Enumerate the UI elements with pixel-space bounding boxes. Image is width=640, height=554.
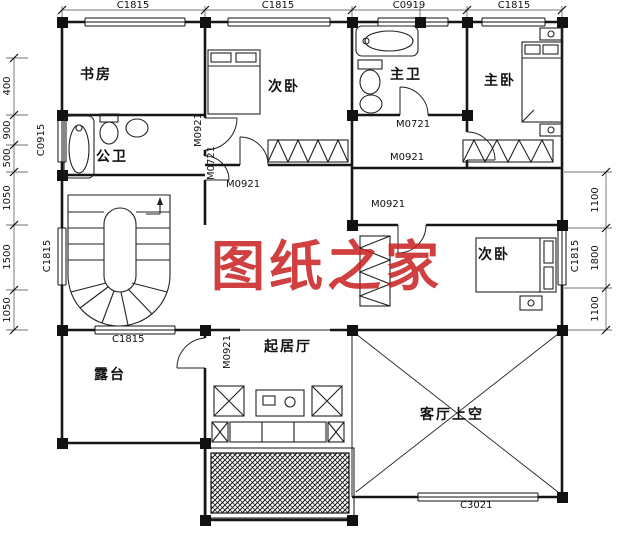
window-label-top-3: C0919 (392, 0, 426, 11)
room-label-public-bath: 公卫 (96, 149, 128, 165)
dim-right-1800: 1800 (590, 245, 601, 271)
door-label-terrace: M0921 (222, 334, 233, 370)
room-label-terrace: 露台 (94, 367, 126, 383)
dim-left-1500: 1500 (2, 244, 13, 270)
dim-right-1100a: 1100 (590, 187, 601, 213)
window-label-top-1: C1815 (116, 0, 150, 11)
window-label-top-4: C1815 (497, 0, 531, 11)
dim-left-1050a: 1050 (2, 185, 13, 211)
room-label-master-bath: 主卫 (390, 67, 422, 83)
door-label-bedroom-top: M0921 (226, 179, 261, 190)
balcony-rug (205, 447, 355, 519)
window-label-left-upper: C0915 (36, 123, 47, 157)
staircase (67, 194, 171, 327)
dimension-ticks (9, 5, 611, 335)
door-label-bedroom-right: M0921 (371, 199, 406, 210)
dim-left-500: 500 (2, 148, 13, 168)
thin-partitions (240, 329, 353, 497)
door-label-study: M0921 (193, 112, 204, 148)
room-label-bedroom-right: 次卧 (478, 247, 510, 263)
room-label-void: 客厅上空 (420, 407, 484, 423)
door-label-public-bath: M0721 (206, 145, 217, 181)
sofa-set (211, 385, 345, 443)
beds (207, 27, 563, 311)
void-diagonals (355, 333, 559, 493)
watermark: 图纸之家 (211, 234, 443, 298)
public-bath-fixtures (63, 113, 149, 179)
room-label-living: 起居厅 (264, 339, 312, 355)
window-label-bottom: C3021 (460, 500, 493, 511)
wardrobes (267, 138, 554, 307)
door-label-master-bedroom: M0921 (390, 152, 425, 163)
room-label-study: 书房 (80, 67, 112, 83)
dimension-lines (6, 6, 612, 331)
door-label-master-bath: M0721 (396, 119, 431, 130)
dim-left-400: 400 (2, 76, 13, 96)
dim-right-1100b: 1100 (590, 296, 601, 322)
room-label-bedroom-top: 次卧 (268, 79, 300, 95)
window-label-terrace: C1815 (112, 334, 145, 345)
window-label-right: C1815 (570, 239, 581, 273)
columns (57, 17, 568, 526)
window-label-top-2: C1815 (261, 0, 295, 11)
dim-left-1050b: 1050 (2, 297, 13, 323)
master-bath-fixtures (355, 25, 419, 114)
windows (57, 17, 567, 502)
window-label-left-lower: C1815 (42, 239, 53, 273)
room-label-master-bedroom: 主卧 (484, 73, 516, 89)
